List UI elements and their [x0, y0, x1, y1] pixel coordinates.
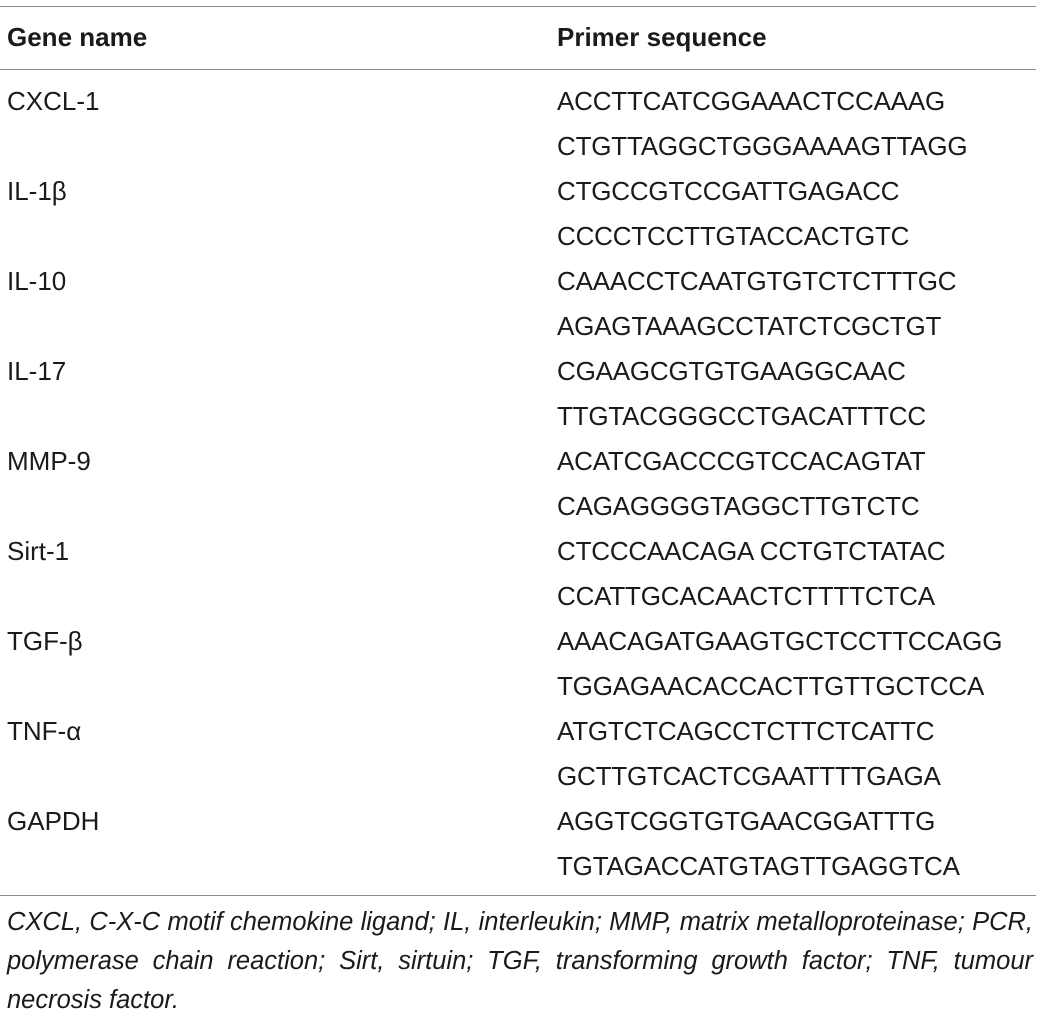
table-row: IL-17 CGAAGCGTGTGAAGGCAAC TTGTACGGGCCTGA… — [0, 352, 1040, 442]
forward-primer-cell: CAAACCTCAATGTGTCTCTTTGC — [557, 266, 957, 296]
forward-primer-cell: CGAAGCGTGTGAAGGCAAC — [557, 356, 906, 386]
table-row: CXCL-1 ACCTTCATCGGAAACTCCAAAG CTGTTAGGCT… — [0, 82, 1040, 172]
gene-name-cell: CXCL-1 — [7, 86, 100, 116]
table-row: Sirt-1 CTCCCAACAGA CCTGTCTATAC CCATTGCAC… — [0, 532, 1040, 622]
reverse-primer-cell: TGTAGACCATGTAGTTGAGGTCA — [557, 851, 960, 881]
forward-primer-cell: ATGTCTCAGCCTCTTCTCATTC — [557, 716, 935, 746]
gene-name-cell: GAPDH — [7, 806, 100, 836]
forward-primer-cell: ACCTTCATCGGAAACTCCAAAG — [557, 86, 946, 116]
table-row: GAPDH AGGTCGGTGTGAACGGATTTG TGTAGACCATGT… — [0, 802, 1040, 892]
table-header-rule — [0, 69, 1036, 70]
table-body: CXCL-1 ACCTTCATCGGAAACTCCAAAG CTGTTAGGCT… — [0, 82, 1040, 892]
forward-primer-cell: CTGCCGTCCGATTGAGACC — [557, 176, 900, 206]
gene-name-cell: IL-10 — [7, 266, 67, 296]
gene-name-cell: Sirt-1 — [7, 536, 70, 566]
gene-name-cell: TNF-α — [7, 716, 82, 746]
reverse-primer-cell: TGGAGAACACCACTTGTTGCTCCA — [557, 671, 985, 701]
table-row: TNF-α ATGTCTCAGCCTCTTCTCATTC GCTTGTCACTC… — [0, 712, 1040, 802]
forward-primer-cell: AGGTCGGTGTGAACGGATTTG — [557, 806, 936, 836]
table-footnote: CXCL, C-X-C motif chemokine ligand; IL, … — [7, 908, 1033, 1014]
table-bottom-rule — [0, 895, 1036, 896]
header-gene-name: Gene name — [7, 22, 148, 52]
reverse-primer-cell: GCTTGTCACTCGAATTTTGAGA — [557, 761, 941, 791]
gene-name-cell: IL-17 — [7, 356, 67, 386]
forward-primer-cell: ACATCGACCCGTCCACAGTAT — [557, 446, 926, 476]
reverse-primer-cell: CTGTTAGGCTGGGAAAAGTTAGG — [557, 131, 968, 161]
gene-name-cell: IL-1β — [7, 176, 67, 206]
reverse-primer-cell: CCATTGCACAACTCTTTTCTCA — [557, 581, 935, 611]
table-row: MMP-9 ACATCGACCCGTCCACAGTAT CAGAGGGGTAGG… — [0, 442, 1040, 532]
forward-primer-cell: AAACAGATGAAGTGCTCCTTCCAGG — [557, 626, 1003, 656]
gene-name-cell: TGF-β — [7, 626, 83, 656]
reverse-primer-cell: CCCCTCCTTGTACCACTGTC — [557, 221, 910, 251]
gene-name-cell: MMP-9 — [7, 446, 91, 476]
forward-primer-cell: CTCCCAACAGA CCTGTCTATAC — [557, 536, 946, 566]
header-primer-sequence: Primer sequence — [557, 22, 767, 52]
table-row: IL-10 CAAACCTCAATGTGTCTCTTTGC AGAGTAAAGC… — [0, 262, 1040, 352]
table-row: TGF-β AAACAGATGAAGTGCTCCTTCCAGG TGGAGAAC… — [0, 622, 1040, 712]
reverse-primer-cell: TTGTACGGGCCTGACATTTCC — [557, 401, 926, 431]
reverse-primer-cell: AGAGTAAAGCCTATCTCGCTGT — [557, 311, 942, 341]
table-top-rule — [0, 6, 1036, 7]
table-header: Gene name Primer sequence — [0, 20, 1040, 60]
reverse-primer-cell: CAGAGGGGTAGGCTTGTCTC — [557, 491, 920, 521]
table-row: IL-1β CTGCCGTCCGATTGAGACC CCCCTCCTTGTACC… — [0, 172, 1040, 262]
